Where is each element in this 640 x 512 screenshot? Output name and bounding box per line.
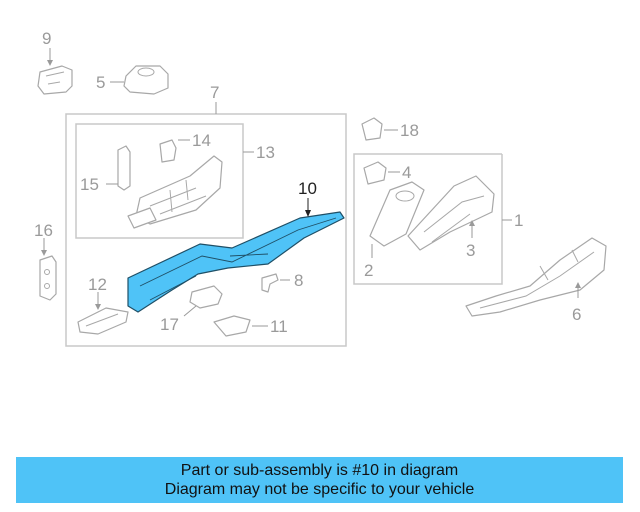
callout-7: 7 (210, 83, 219, 102)
callout-2: 2 (364, 261, 373, 280)
part-14[interactable] (159, 139, 190, 163)
callout-6: 6 (572, 305, 581, 324)
part-10[interactable] (127, 198, 345, 313)
part-11[interactable] (213, 315, 268, 337)
callout-11: 11 (270, 317, 288, 336)
callout-9: 9 (42, 29, 51, 48)
info-banner: Part or sub-assembly is #10 in diagram D… (16, 457, 623, 503)
part-15[interactable] (106, 145, 223, 229)
part-4[interactable] (363, 161, 400, 185)
callout-15: 15 (80, 175, 99, 194)
callout-3: 3 (466, 241, 475, 260)
part-12[interactable] (77, 292, 129, 335)
callout-18: 18 (400, 121, 419, 140)
part-16[interactable] (39, 238, 57, 301)
group-box-13 (75, 123, 244, 239)
callout-14: 14 (192, 131, 211, 150)
part-8[interactable] (261, 273, 290, 293)
part-6[interactable] (465, 237, 607, 317)
callout-17: 17 (160, 315, 179, 334)
callout-4: 4 (402, 163, 411, 182)
banner-line-2: Diagram may not be specific to your vehi… (164, 481, 475, 498)
callout-5: 5 (96, 73, 105, 92)
callout-1: 1 (514, 211, 523, 230)
callout-12: 12 (88, 275, 107, 294)
banner-line-1: Part or sub-assembly is #10 in diagram (180, 462, 459, 479)
part-17[interactable] (183, 285, 223, 317)
callout-8: 8 (294, 271, 303, 290)
callout-13: 13 (256, 143, 275, 162)
part-9[interactable] (37, 48, 73, 95)
callout-10: 10 (298, 179, 317, 198)
part-3[interactable] (407, 175, 495, 251)
callout-16: 16 (34, 221, 53, 240)
part-5[interactable] (110, 65, 169, 95)
group-box-1 (353, 153, 503, 285)
part-18[interactable] (361, 117, 398, 141)
group-box-7 (65, 113, 347, 347)
part-2[interactable] (369, 181, 425, 258)
